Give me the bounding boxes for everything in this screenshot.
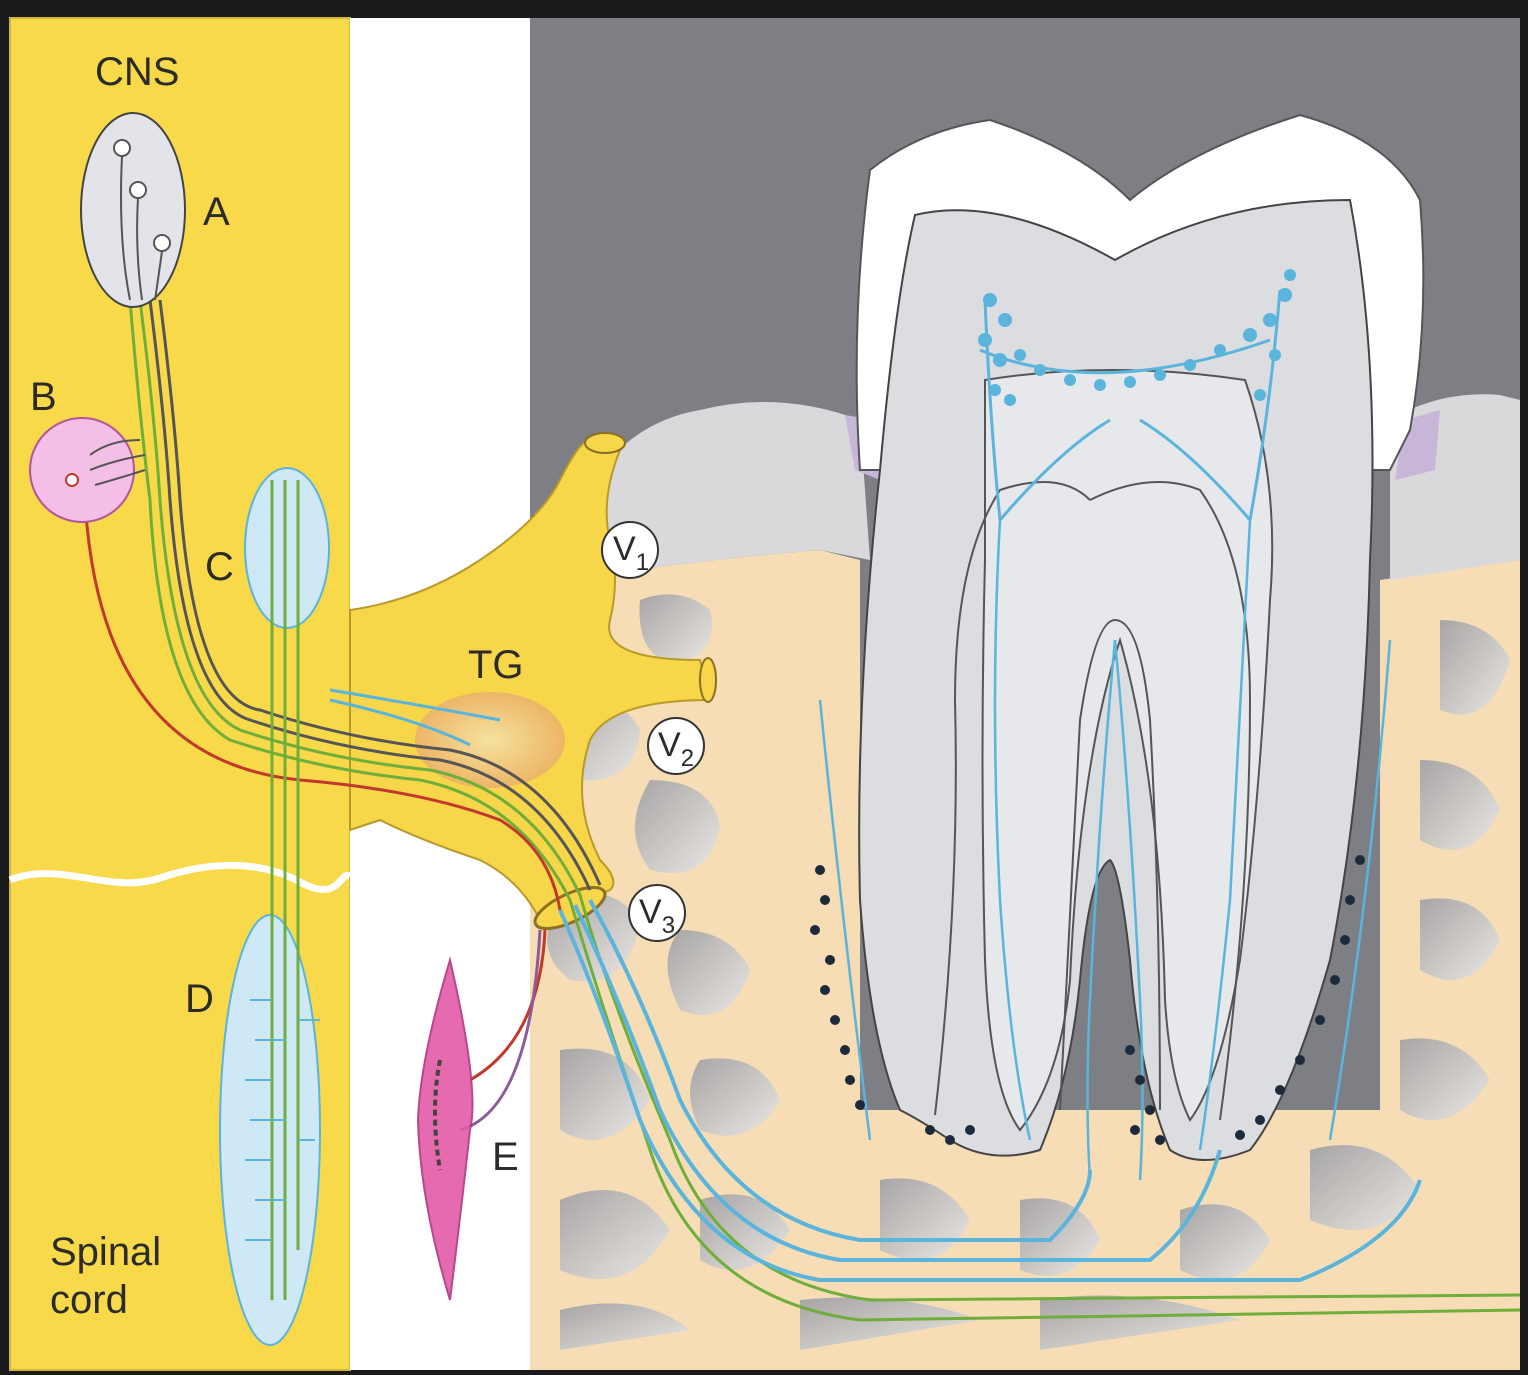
- nucleus-b-label: B: [30, 375, 57, 419]
- v2-nerve-stump: [700, 658, 716, 702]
- muscle-e-label: E: [492, 1135, 519, 1179]
- nucleus-d: [220, 915, 320, 1345]
- spinal-cord-label-line2: cord: [50, 1278, 128, 1322]
- nucleus-c-label: C: [205, 545, 234, 589]
- nucleus-b-neuron: [66, 474, 78, 486]
- v1-nerve-stump: [585, 433, 625, 453]
- nucleus-d-label: D: [185, 977, 214, 1021]
- nucleus-a: [81, 113, 185, 307]
- nucleus-a-label: A: [203, 190, 230, 234]
- cns-label: CNS: [95, 50, 179, 94]
- nucleus-c: [245, 468, 329, 628]
- tg-label: TG: [468, 643, 524, 687]
- spinal-cord-label-line1: Spinal: [50, 1230, 161, 1274]
- tg-ganglion: [415, 692, 565, 788]
- nucleus-b: [30, 418, 134, 522]
